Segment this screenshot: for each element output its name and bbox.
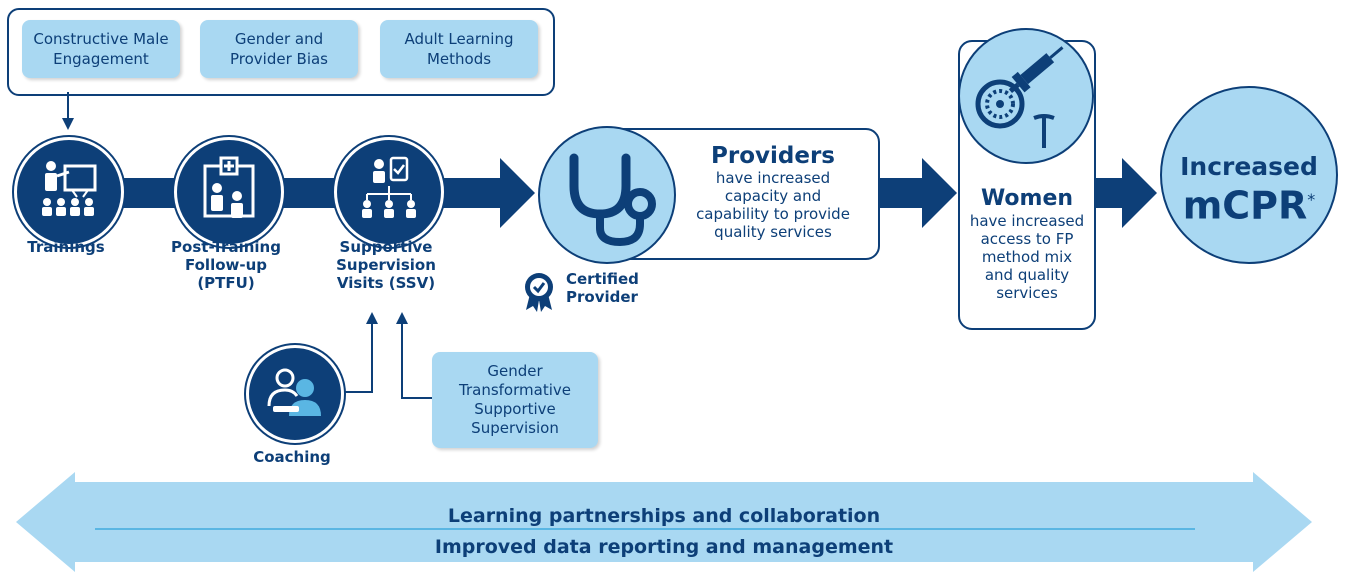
ssv-label: Supportive Supervision Visits (SSV) bbox=[336, 238, 436, 292]
coaching-people-icon bbox=[267, 368, 321, 416]
contraceptive-methods-icon bbox=[975, 46, 1064, 148]
flow-arrowhead-3 bbox=[1122, 158, 1157, 228]
providers-title: Providers bbox=[711, 143, 835, 169]
ptfu-label: Post-Training Follow-up (PTFU) bbox=[171, 238, 281, 292]
providers-circle bbox=[538, 126, 676, 264]
trainings-node bbox=[14, 137, 124, 247]
outcome-line2: mCPR bbox=[1182, 183, 1308, 228]
bottom-arrow-line2: Improved data reporting and management bbox=[434, 536, 894, 558]
gts-connector-arrowhead bbox=[396, 312, 408, 324]
flow-arrowhead-2 bbox=[922, 158, 957, 228]
women-body: have increased access to FP method mix a… bbox=[969, 212, 1085, 302]
top-box-adult-learning: Adult Learning Methods bbox=[380, 20, 538, 78]
providers-body: have increased capacity and capability t… bbox=[696, 169, 850, 241]
trainings-label: Trainings bbox=[27, 238, 105, 256]
stethoscope-icon bbox=[569, 153, 656, 247]
bottom-double-arrow bbox=[16, 472, 1312, 572]
top-box-provider-bias: Gender and Provider Bias bbox=[200, 20, 358, 78]
outcome-circle bbox=[1160, 86, 1338, 264]
outcome-line1: Increased bbox=[1180, 152, 1318, 181]
women-title: Women bbox=[980, 186, 1074, 211]
women-circle bbox=[958, 28, 1094, 164]
flow-arrowhead-1 bbox=[500, 158, 535, 228]
bottom-arrow-line1: Learning partnerships and collaboration bbox=[447, 505, 881, 527]
gts-box: Gender Transformative Supportive Supervi… bbox=[432, 352, 598, 448]
ptfu-node bbox=[174, 137, 284, 247]
award-badge-icon bbox=[525, 273, 553, 312]
coaching-connector-arrowhead bbox=[366, 312, 378, 324]
gts-connector bbox=[401, 322, 432, 399]
top-bracket bbox=[7, 8, 555, 96]
coaching-connector bbox=[340, 322, 373, 393]
ssv-node bbox=[334, 137, 444, 247]
certified-provider-label: Certified Provider bbox=[566, 270, 639, 306]
coaching-node bbox=[246, 345, 344, 443]
top-box-label: Adult Learning Methods bbox=[404, 30, 514, 68]
supervision-hierarchy-icon bbox=[362, 156, 416, 218]
top-box-label: Gender and Provider Bias bbox=[230, 30, 328, 68]
top-box-label: Constructive Male Engagement bbox=[33, 30, 169, 68]
teacher-board-icon bbox=[42, 161, 97, 216]
top-box-male-engagement: Constructive Male Engagement bbox=[22, 20, 180, 78]
coaching-label: Coaching bbox=[253, 448, 331, 466]
outcome-footnote-mark: * bbox=[1307, 190, 1316, 209]
top-connector-arrowhead bbox=[62, 118, 74, 130]
outcome-line2-wrap: mCPR* bbox=[1160, 178, 1338, 228]
clinic-visit-icon bbox=[203, 156, 255, 218]
gts-box-label: Gender Transformative Supportive Supervi… bbox=[459, 362, 571, 437]
